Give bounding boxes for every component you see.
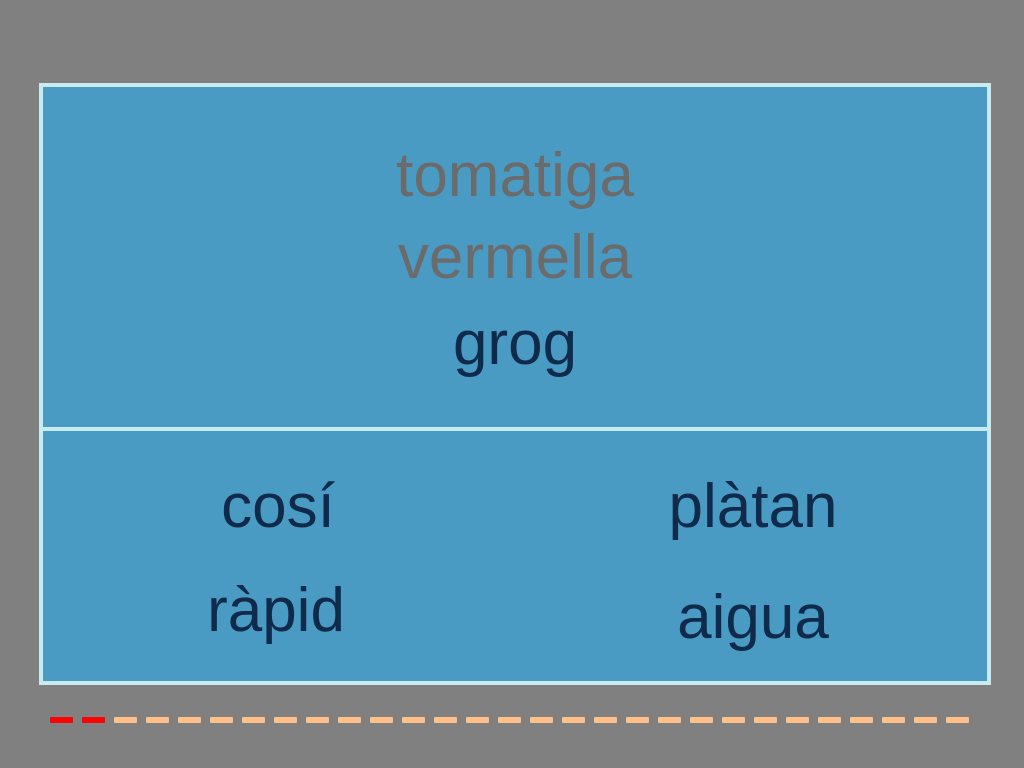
progress-dash-remaining: [722, 717, 745, 723]
progress-dash-remaining: [178, 717, 201, 723]
progress-dash-remaining: [914, 717, 937, 723]
answer-option[interactable]: plàtan: [668, 472, 838, 541]
progress-dash-remaining: [370, 717, 393, 723]
word-history-panel: tomatiga vermella grog: [43, 87, 987, 431]
progress-dash-remaining: [882, 717, 905, 723]
progress-dash-remaining: [274, 717, 297, 723]
progress-dash-remaining: [562, 717, 585, 723]
progress-dash-remaining: [818, 717, 841, 723]
answer-option[interactable]: aigua: [677, 583, 829, 652]
progress-dash-remaining: [338, 717, 361, 723]
progress-dash-remaining: [242, 717, 265, 723]
previous-word: tomatiga: [396, 141, 634, 210]
progress-dash-remaining: [306, 717, 329, 723]
progress-dash-remaining: [658, 717, 681, 723]
progress-dash-remaining: [754, 717, 777, 723]
progress-dash-remaining: [530, 717, 553, 723]
progress-dash-remaining: [594, 717, 617, 723]
progress-dash-remaining: [210, 717, 233, 723]
progress-dash-remaining: [402, 717, 425, 723]
answer-option[interactable]: ràpid: [207, 576, 345, 645]
progress-dash-completed: [82, 717, 105, 723]
answer-option[interactable]: cosí: [221, 472, 335, 541]
progress-dash-remaining: [946, 717, 969, 723]
word-chain-card: tomatiga vermella grog cosí plàtan ràpid…: [39, 83, 991, 685]
previous-word: vermella: [397, 223, 633, 292]
progress-dash-remaining: [434, 717, 457, 723]
current-word: grog: [452, 309, 578, 378]
progress-dash-remaining: [690, 717, 713, 723]
progress-dash-remaining: [626, 717, 649, 723]
progress-dash-remaining: [786, 717, 809, 723]
progress-indicator: [50, 715, 980, 725]
progress-dash-remaining: [850, 717, 873, 723]
progress-dash-completed: [50, 717, 73, 723]
progress-dash-remaining: [466, 717, 489, 723]
progress-dash-remaining: [114, 717, 137, 723]
progress-dash-remaining: [146, 717, 169, 723]
progress-dash-remaining: [498, 717, 521, 723]
